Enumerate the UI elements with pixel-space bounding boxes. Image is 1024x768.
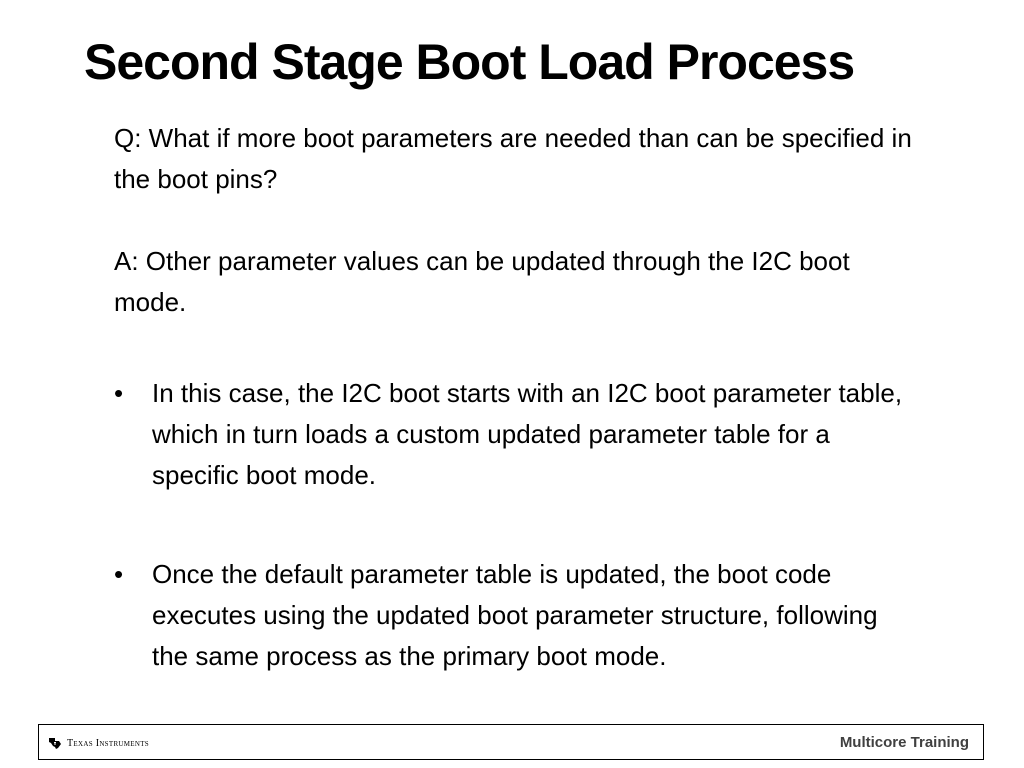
question-text: Q: What if more boot parameters are need… bbox=[114, 123, 912, 194]
answer-text: A: Other parameter values can be updated… bbox=[114, 246, 850, 317]
footer-bar: Texas Instruments Multicore Training bbox=[38, 724, 984, 760]
bullet-text: In this case, the I2C boot starts with a… bbox=[152, 378, 903, 490]
slide-title: Second Stage Boot Load Process bbox=[84, 34, 855, 90]
bullet-list: • In this case, the I2C boot starts with… bbox=[114, 373, 914, 677]
bullet-item: • In this case, the I2C boot starts with… bbox=[114, 373, 914, 496]
bullet-icon: • bbox=[114, 559, 124, 589]
bullet-icon: • bbox=[114, 378, 124, 408]
ti-logo: Texas Instruments bbox=[48, 735, 149, 751]
ti-logo-text: Texas Instruments bbox=[67, 737, 149, 749]
texas-state-icon bbox=[49, 738, 61, 749]
slide-body: Q: What if more boot parameters are need… bbox=[114, 118, 914, 677]
bullet-text: Once the default parameter table is upda… bbox=[152, 559, 878, 671]
bullet-item: • Once the default parameter table is up… bbox=[114, 554, 914, 677]
footer-label: Multicore Training bbox=[839, 734, 969, 751]
